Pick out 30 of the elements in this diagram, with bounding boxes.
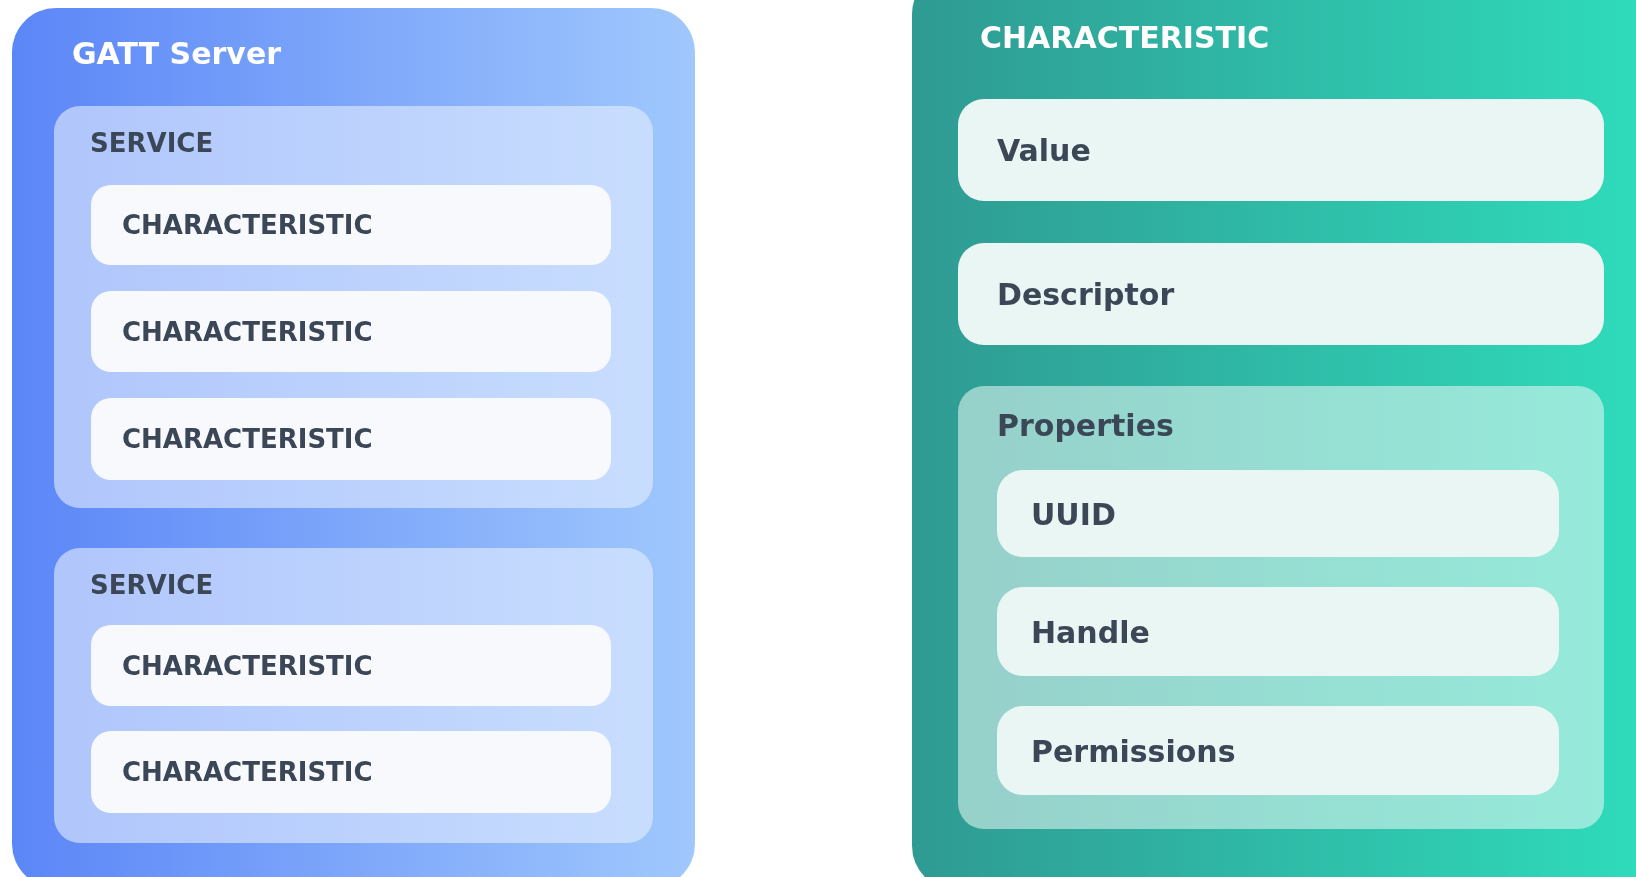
properties-panel xyxy=(958,386,1604,829)
characteristic-box xyxy=(91,398,611,480)
attribute-box xyxy=(997,470,1559,557)
item-label: UUID xyxy=(1031,496,1116,531)
item-label: CHARACTERISTIC xyxy=(122,316,373,347)
attribute-box xyxy=(958,99,1604,201)
characteristic-box xyxy=(91,291,611,372)
characteristic-panel xyxy=(912,0,1636,877)
panel-heading: SERVICE xyxy=(90,128,214,158)
item-label: Descriptor xyxy=(997,276,1175,312)
panel-heading: SERVICE xyxy=(90,570,214,600)
item-label: Handle xyxy=(1031,614,1150,649)
item-label: CHARACTERISTIC xyxy=(122,757,373,787)
item-label: Value xyxy=(997,132,1091,168)
item-label: CHARACTERISTIC xyxy=(122,424,373,454)
server-panel xyxy=(12,8,695,877)
panel-heading: GATT Server xyxy=(72,36,282,71)
item-label: Permissions xyxy=(1031,733,1236,768)
attribute-box xyxy=(997,587,1559,676)
characteristic-box xyxy=(91,625,611,706)
panel-heading: CHARACTERISTIC xyxy=(980,20,1270,55)
panel-heading: Properties xyxy=(997,408,1174,443)
attribute-box xyxy=(958,243,1604,345)
service-panel xyxy=(54,548,653,843)
characteristic-box xyxy=(91,185,611,265)
characteristic-box xyxy=(91,731,611,813)
item-label: CHARACTERISTIC xyxy=(122,210,373,240)
attribute-box xyxy=(997,706,1559,795)
item-label: CHARACTERISTIC xyxy=(122,650,373,681)
service-panel xyxy=(54,106,653,508)
